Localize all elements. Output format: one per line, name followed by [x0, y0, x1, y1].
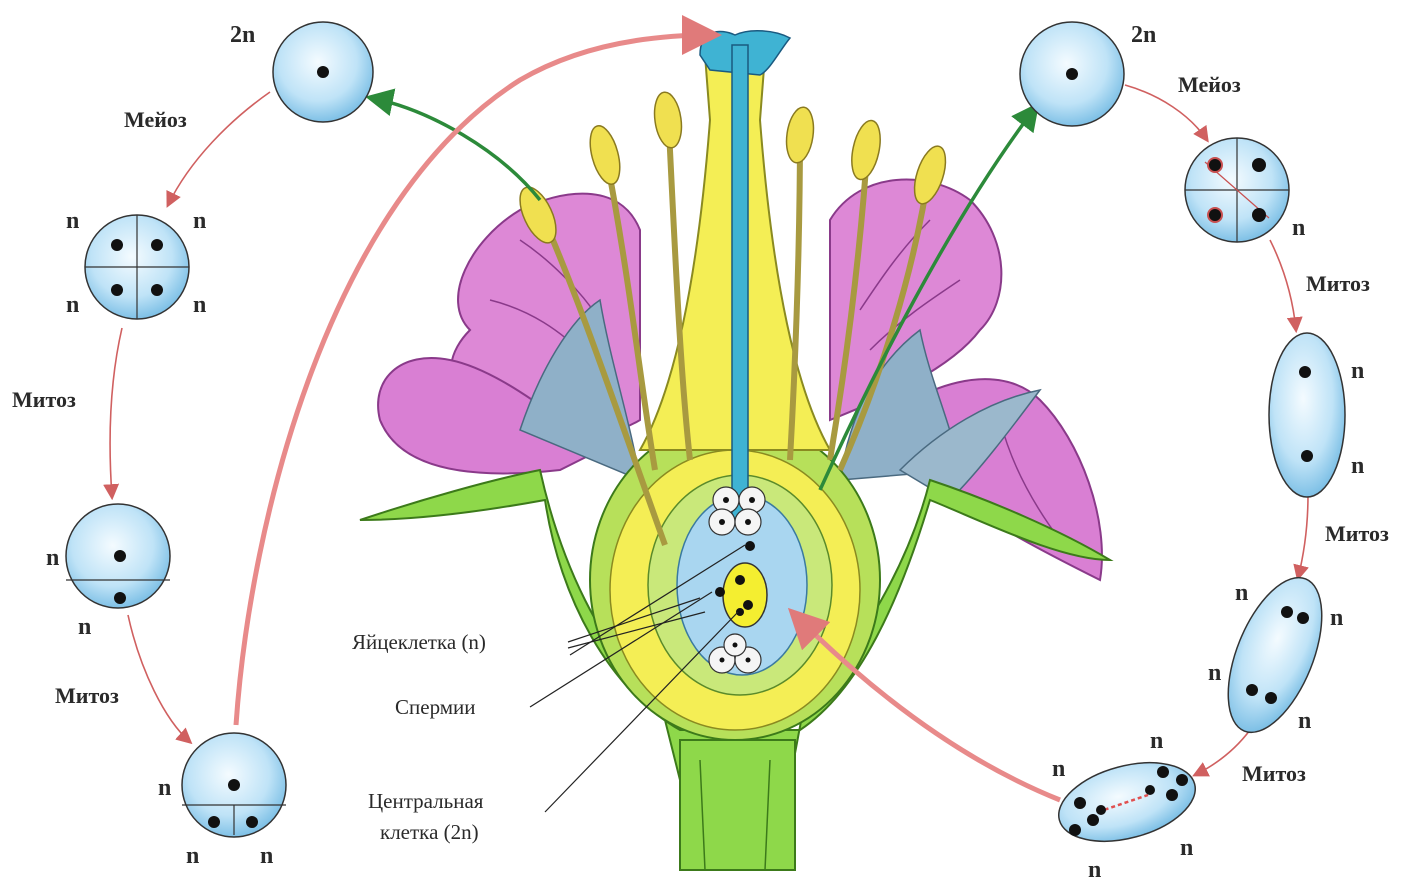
right-meiosis-label: Мейоз	[1178, 72, 1241, 97]
svg-text:n: n	[158, 775, 171, 801]
anther	[847, 118, 885, 182]
label-central-cell-2: клетка (2n)	[380, 820, 479, 844]
svg-text:n: n	[1180, 835, 1193, 861]
embryo-sac-4-nuclei	[1209, 565, 1341, 746]
svg-text:n: n	[1208, 660, 1221, 686]
left-mitosis-label-1: Митоз	[12, 387, 76, 412]
right-mitosis-label-3: Митоз	[1242, 761, 1306, 786]
anther	[783, 105, 817, 164]
svg-text:n: n	[1235, 580, 1248, 606]
left-meiosis-label: Мейоз	[124, 107, 187, 132]
label-central-cell-1: Центральная	[368, 789, 484, 813]
svg-text:n: n	[66, 208, 79, 234]
stem	[680, 740, 795, 870]
svg-text:n: n	[260, 843, 273, 869]
anther	[585, 123, 626, 188]
flower	[360, 31, 1110, 870]
svg-text:n: n	[1298, 708, 1311, 734]
svg-text:n: n	[1088, 857, 1101, 881]
pollen-tube	[732, 45, 748, 520]
right-mitosis-label-1: Митоз	[1306, 271, 1370, 296]
svg-text:n: n	[193, 292, 206, 318]
svg-text:n: n	[78, 614, 91, 640]
anther	[651, 90, 685, 149]
left-ploidy-2n: 2n	[230, 22, 255, 48]
svg-text:n: n	[193, 208, 206, 234]
svg-text:n: n	[1351, 453, 1364, 479]
svg-text:n: n	[66, 292, 79, 318]
svg-text:n: n	[1330, 605, 1343, 631]
right-ploidy-2n: 2n	[1131, 22, 1156, 48]
svg-text:n: n	[46, 545, 59, 571]
svg-text:n: n	[1052, 756, 1065, 782]
svg-text:n: n	[186, 843, 199, 869]
svg-text:n: n	[1292, 215, 1305, 241]
left-cycle: 2n Мейоз n n n n Митоз n n Митоз n n n	[12, 22, 373, 869]
svg-text:n: n	[1150, 728, 1163, 754]
left-mitosis-label-2: Митоз	[55, 683, 119, 708]
svg-text:n: n	[1351, 358, 1364, 384]
embryo-sac-2-nuclei	[1269, 333, 1345, 497]
label-sperm: Спермии	[395, 695, 476, 719]
right-mitosis-label-2: Митоз	[1325, 521, 1389, 546]
green-arrow-left	[372, 98, 540, 200]
label-egg-cell: Яйцеклетка (n)	[352, 630, 486, 654]
